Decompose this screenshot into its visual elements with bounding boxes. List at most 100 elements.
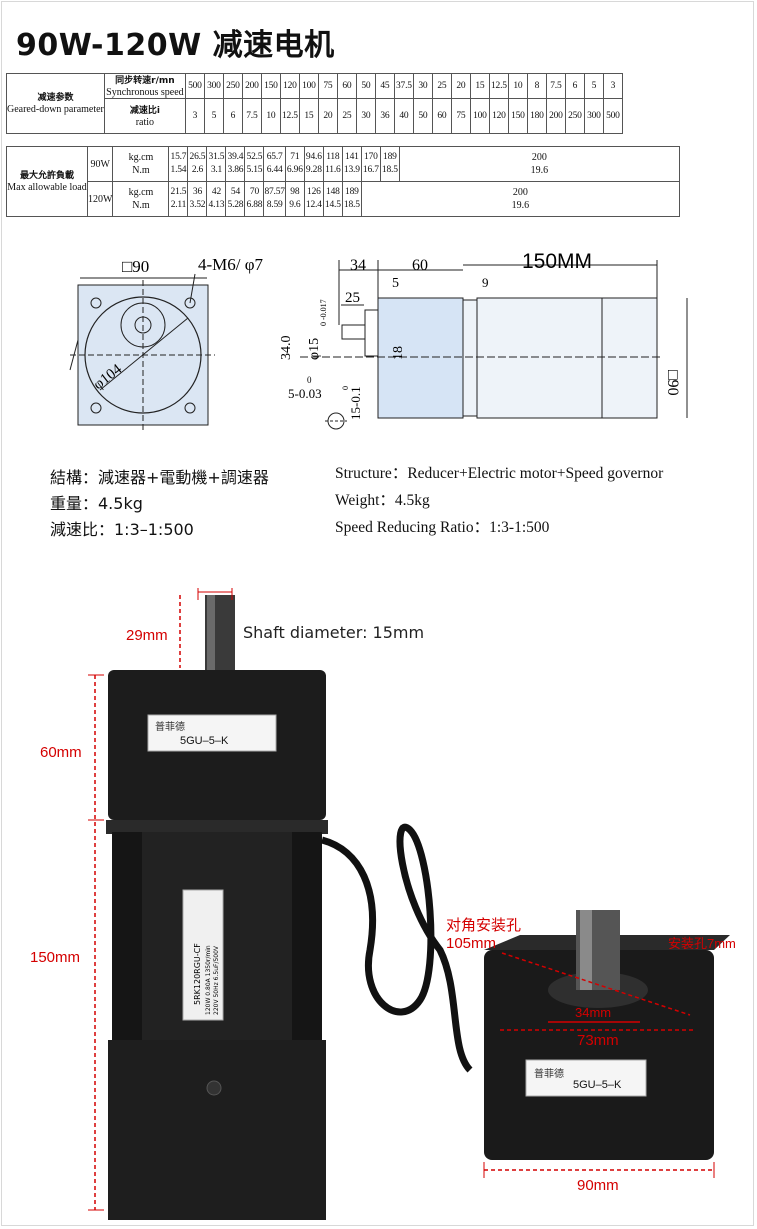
key2-tol: 0 xyxy=(341,386,350,390)
speed-cell: 10 xyxy=(507,73,528,99)
info-ratio-cn: 減速比：1:3–1:500 xyxy=(50,520,194,539)
technical-drawing: □90 4-M6/ φ7 φ104 34 60 150MM 5 25 9 34.… xyxy=(69,250,688,430)
ratio-cell: 5 xyxy=(203,98,224,134)
dim-34: 34 xyxy=(350,257,366,274)
ratio-cell: 250 xyxy=(564,98,585,134)
dim-25: 25 xyxy=(345,290,360,306)
ratio-cell: 50 xyxy=(412,98,433,134)
power-90w: 90W xyxy=(86,146,114,182)
speed-cell: 5 xyxy=(583,73,604,99)
dim-shaft-tol: 0 -0.017 xyxy=(319,299,328,326)
speed-cell: 250 xyxy=(222,73,243,99)
ratio-cell: 60 xyxy=(431,98,452,134)
power-120w: 120W xyxy=(86,181,114,217)
dim-9: 9 xyxy=(482,275,489,290)
ratio-cell: 12.5 xyxy=(279,98,300,134)
speed-cell: 7.5 xyxy=(545,73,566,99)
dim-105mm: 105mm xyxy=(446,935,496,952)
speed-cell: 500 xyxy=(184,73,205,99)
side-view: 34 60 150MM 5 25 9 34.0 φ15 0 -0.017 18 … xyxy=(279,250,688,430)
ratio-cell: 500 xyxy=(602,98,623,134)
product-photo: 普菲德 5GU–5–K 5RK120RGU-CF 120W 0.80A 1350… xyxy=(30,588,736,1220)
ratio-cell: 300 xyxy=(583,98,604,134)
ratio-cell: 40 xyxy=(393,98,414,134)
info-english: Structure：Reducer+Electric motor+Speed g… xyxy=(335,460,663,541)
ratio-cell: 6 xyxy=(222,98,243,134)
ratio-cell: 20 xyxy=(317,98,338,134)
dim-60: 60 xyxy=(412,257,428,274)
ratio-cell: 180 xyxy=(526,98,547,134)
tall-motor: 普菲德 5GU–5–K 5RK120RGU-CF 120W 0.80A 1350… xyxy=(106,595,328,1220)
dim-34mm: 34mm xyxy=(575,1005,611,1020)
shaft-diameter-note: Shaft diameter: 15mm xyxy=(243,623,424,642)
ratio-cell: 3 xyxy=(184,98,205,134)
dim-5: 5 xyxy=(392,276,399,291)
ratio-cell: 25 xyxy=(336,98,357,134)
speed-cell: 15 xyxy=(469,73,490,99)
ratio-cell: 7.5 xyxy=(241,98,262,134)
motor-spec-label: 120W 0.80A 1350r/min xyxy=(205,945,212,1015)
dim-shaft-dia: φ15 xyxy=(307,338,322,360)
speed-cell: 25 xyxy=(431,73,452,99)
speed-cell: 300 xyxy=(203,73,224,99)
motor-model-label: 5RK120RGU-CF xyxy=(193,943,202,1005)
ratio-cell: 120 xyxy=(488,98,509,134)
info-structure-cn: 結構：減速器+電動機+調速器 xyxy=(50,468,269,487)
ratio-cell: 15 xyxy=(298,98,319,134)
speed-cell: 8 xyxy=(526,73,547,99)
front-view: □90 4-M6/ φ7 φ104 xyxy=(69,255,264,430)
ratio-cell: 150 xyxy=(507,98,528,134)
ratio-cell: 75 xyxy=(450,98,471,134)
motor-spec-label-2: 220V 50Hz 6.5uF/500V xyxy=(213,945,220,1015)
page-title: 90W-120W 减速电机 xyxy=(16,28,335,63)
speed-cell: 75 xyxy=(317,73,338,99)
info-weight-en: Weight：4.5kg xyxy=(335,492,430,509)
ratio-cell: 100 xyxy=(469,98,490,134)
dim-34-0: 34.0 xyxy=(279,336,294,361)
speed-cell: 45 xyxy=(374,73,395,99)
speed-cell: 150 xyxy=(260,73,281,99)
gearbox-model-2: 5GU–5–K xyxy=(573,1079,622,1091)
speed-cell: 60 xyxy=(336,73,357,99)
speed-cell: 6 xyxy=(564,73,585,99)
ratio-cell: 36 xyxy=(374,98,395,134)
key-tol: 0 xyxy=(307,375,312,385)
speed-cell: 37.5 xyxy=(393,73,414,99)
info-ratio-en: Speed Reducing Ratio：1:3-1:500 xyxy=(335,519,550,536)
speed-cell: 3 xyxy=(602,73,623,99)
info-chinese: 結構：減速器+電動機+調速器 重量：4.5kg 減速比：1:3–1:500 xyxy=(50,465,269,543)
info-weight-cn: 重量：4.5kg xyxy=(50,494,143,513)
speed-cell: 200 xyxy=(241,73,262,99)
key2-dim: 15-0.1 xyxy=(348,386,363,420)
info-structure-en: Structure：Reducer+Electric motor+Speed g… xyxy=(335,465,664,482)
speed-cell: 50 xyxy=(355,73,376,99)
speed-cell: 30 xyxy=(412,73,433,99)
diag-holes-label: 对角安装孔 xyxy=(446,917,521,934)
hole-7mm-label: 安装孔7mm xyxy=(668,936,736,951)
speed-cell: 100 xyxy=(298,73,319,99)
